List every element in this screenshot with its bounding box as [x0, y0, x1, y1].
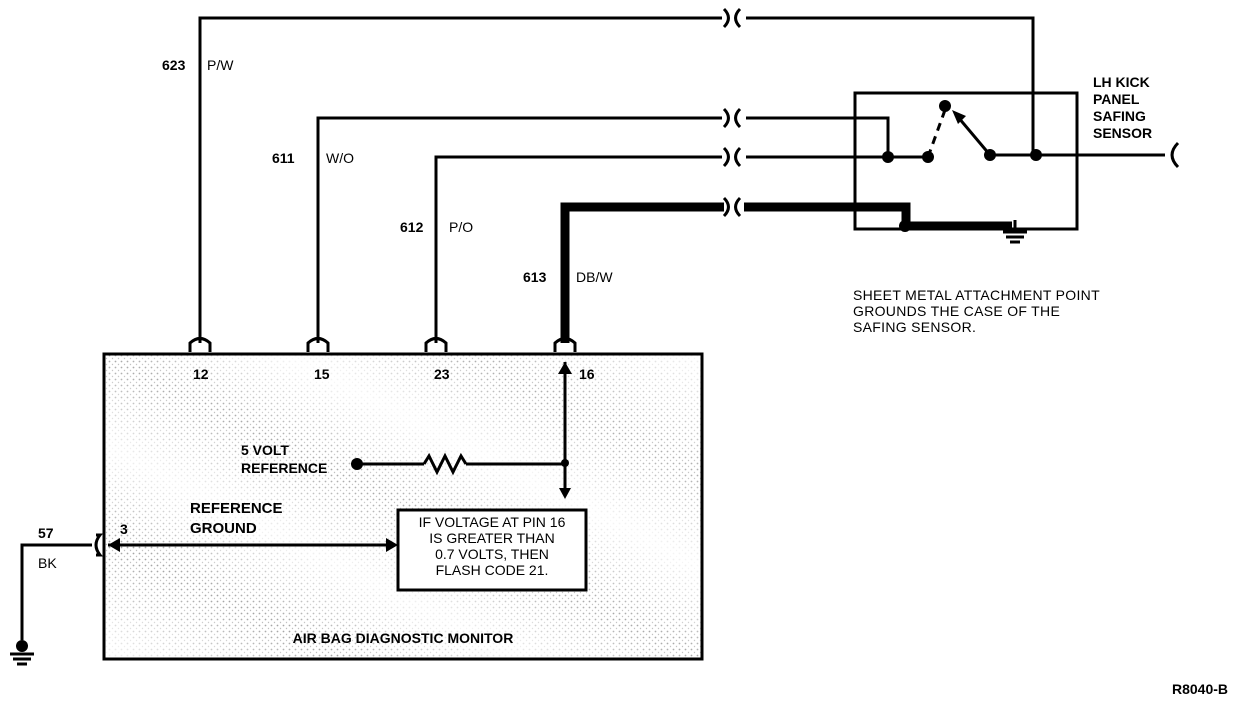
- svg-text:SHEET METAL ATTACHMENT POINT: SHEET METAL ATTACHMENT POINT: [853, 287, 1100, 303]
- pin-15-connector: [306, 337, 330, 352]
- svg-text:SAFING: SAFING: [1093, 108, 1146, 124]
- logic-condition-text: IF VOLTAGE AT PIN 16 IS GREATER THAN 0.7…: [419, 514, 566, 578]
- circuit-612-label: 612: [400, 219, 424, 235]
- sensor-contact-arm: [926, 109, 947, 158]
- connector-612: [722, 146, 742, 168]
- svg-text:REFERENCE: REFERENCE: [190, 500, 283, 517]
- wire-623: [188, 7, 1035, 352]
- circuit-611-label: 611: [272, 150, 295, 166]
- color-pw-label: P/W: [207, 57, 234, 73]
- resistor-icon: [422, 452, 468, 476]
- svg-text:PANEL: PANEL: [1093, 91, 1140, 107]
- wire-57: [20, 533, 104, 640]
- color-po-label: P/O: [449, 219, 473, 235]
- pin-3-connector: [94, 533, 104, 557]
- svg-text:SENSOR: SENSOR: [1093, 125, 1152, 141]
- svg-text:0.7 VOLTS, THEN: 0.7 VOLTS, THEN: [435, 546, 549, 562]
- connector-611: [722, 107, 742, 129]
- svg-text:IF VOLTAGE AT PIN 16: IF VOLTAGE AT PIN 16: [419, 514, 566, 530]
- connector-613: [722, 196, 742, 218]
- figure-id: R8040-B: [1172, 681, 1228, 697]
- circuit-57-label: 57: [38, 525, 54, 541]
- pin-15-label: 15: [314, 366, 330, 382]
- monitor-ground-icon: [10, 640, 34, 666]
- connector-623: [722, 7, 742, 29]
- color-dbw-label: DB/W: [576, 269, 613, 285]
- pin-16-connector: [553, 337, 577, 352]
- svg-text:GROUND: GROUND: [190, 520, 257, 537]
- diagnostic-monitor-box: [102, 352, 704, 661]
- svg-text:FLASH CODE 21.: FLASH CODE 21.: [436, 562, 549, 578]
- svg-text:REFERENCE: REFERENCE: [241, 460, 327, 476]
- sensor-ground-note: SHEET METAL ATTACHMENT POINT GROUNDS THE…: [853, 287, 1100, 335]
- pin-3-label: 3: [120, 521, 128, 537]
- svg-text:LH KICK: LH KICK: [1093, 74, 1150, 90]
- wire-611: [306, 107, 890, 352]
- monitor-internal-circuit: [108, 362, 588, 592]
- pin-23-label: 23: [434, 366, 450, 382]
- logic-condition-box: [396, 508, 588, 592]
- pin-16-label: 16: [579, 366, 595, 382]
- reference-ground-label: REFERENCE GROUND: [190, 500, 283, 537]
- color-wo-label: W/O: [326, 150, 354, 166]
- circuit-613-label: 613: [523, 269, 547, 285]
- svg-text:5 VOLT: 5 VOLT: [241, 442, 289, 458]
- circuit-623-label: 623: [162, 57, 186, 73]
- sensor-output-connector: [1170, 141, 1180, 169]
- wire-613: [553, 196, 1012, 352]
- safing-sensor: [853, 91, 1180, 232]
- contact-arrow-icon: [952, 110, 966, 124]
- svg-text:GROUNDS THE CASE OF THE: GROUNDS THE CASE OF THE: [853, 303, 1060, 319]
- sensor-ground-icon: [1003, 220, 1027, 244]
- safing-sensor-box: [853, 91, 1079, 231]
- pin-23-connector: [424, 337, 448, 352]
- monitor-title: AIR BAG DIAGNOSTIC MONITOR: [293, 630, 514, 646]
- five-volt-reference-label: 5 VOLT REFERENCE: [241, 442, 327, 476]
- pin-12-label: 12: [193, 366, 209, 382]
- color-bk-label: BK: [38, 555, 57, 571]
- pin-12-connector: [188, 337, 212, 352]
- svg-text:IS GREATER THAN: IS GREATER THAN: [429, 530, 555, 546]
- sensor-title: LH KICK PANEL SAFING SENSOR: [1093, 74, 1152, 141]
- svg-text:SAFING SENSOR.: SAFING SENSOR.: [853, 319, 976, 335]
